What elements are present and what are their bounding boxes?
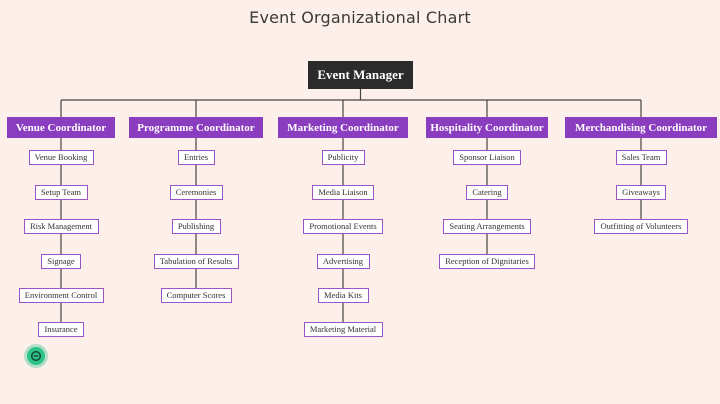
task-node[interactable]: Seating Arrangements — [443, 218, 531, 234]
task-node[interactable]: Marketing Material — [303, 321, 383, 337]
minus-circle-icon[interactable] — [27, 347, 45, 365]
task-node[interactable]: Advertising — [316, 253, 370, 269]
task-node[interactable]: Venue Booking — [28, 149, 94, 165]
task-node[interactable]: Signage — [41, 253, 81, 269]
task-node[interactable]: Giveaways — [616, 184, 666, 200]
task-node[interactable]: Risk Management — [23, 218, 99, 234]
task-node[interactable]: Setup Team — [34, 184, 88, 200]
task-node[interactable]: Sponsor Liaison — [453, 149, 521, 165]
task-node[interactable]: Environment Control — [18, 287, 104, 303]
task-node[interactable]: Publishing — [171, 218, 221, 234]
task-node[interactable]: Outfitting of Volunteers — [594, 218, 688, 234]
task-node[interactable]: Computer Scores — [160, 287, 232, 303]
task-node[interactable]: Reception of Dignitaries — [439, 253, 535, 269]
coordinator-node[interactable]: Programme Coordinator — [129, 117, 263, 138]
coordinator-node[interactable]: Merchandising Coordinator — [565, 117, 717, 138]
task-node[interactable]: Media Kits — [317, 287, 369, 303]
task-node[interactable]: Publicity — [321, 149, 365, 165]
coordinator-node[interactable]: Hospitality Coordinator — [426, 117, 548, 138]
task-node[interactable]: Entries — [177, 149, 215, 165]
task-node[interactable]: Insurance — [38, 321, 84, 337]
task-node[interactable]: Media Liaison — [312, 184, 374, 200]
task-node[interactable]: Ceremonies — [169, 184, 223, 200]
task-node[interactable]: Promotional Events — [303, 218, 383, 234]
minus-glyph — [31, 351, 41, 361]
coordinator-node[interactable]: Marketing Coordinator — [278, 117, 408, 138]
task-node[interactable]: Tabulation of Results — [153, 253, 239, 269]
node-event-manager[interactable]: Event Manager — [308, 61, 413, 89]
chart-title: Event Organizational Chart — [249, 8, 471, 27]
coordinator-node[interactable]: Venue Coordinator — [7, 117, 115, 138]
task-node[interactable]: Sales Team — [615, 149, 667, 165]
task-node[interactable]: Catering — [466, 184, 508, 200]
